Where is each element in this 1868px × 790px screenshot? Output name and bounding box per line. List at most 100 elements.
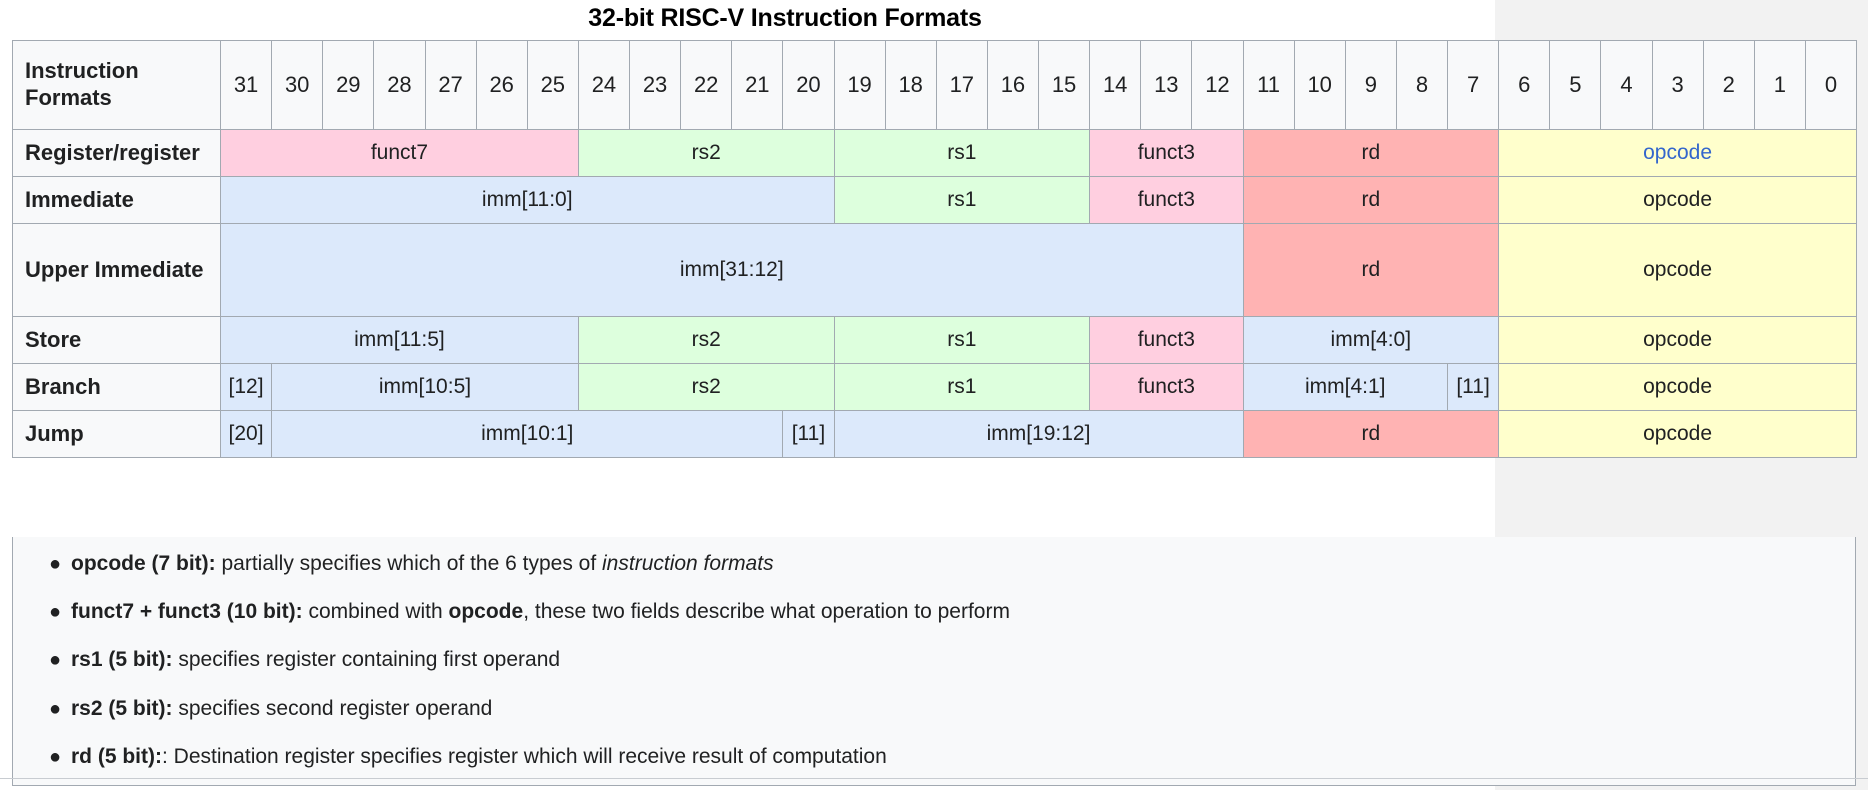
note-text-normal: , these two fields describe what operati… [523,600,1010,624]
format-name-branch: Branch [12,363,221,411]
format-name-jump: Jump [12,410,221,458]
field-cell-rs2: rs2 [577,363,835,411]
field-cell-rs2: rs2 [577,316,835,364]
bit-header-8: 8 [1395,40,1449,130]
bullet-icon: ● [49,697,62,720]
field-cell-rd: rd [1242,410,1500,458]
note-text-bold: rs1 (5 bit): [71,648,173,672]
bit-header-26: 26 [475,40,528,130]
field-cell-imm41: imm[4:1] [1242,363,1448,411]
field-cell-funct3: funct3 [1089,363,1244,411]
bit-header-2: 2 [1702,40,1755,130]
bit-header-18: 18 [884,40,937,130]
bit-header-6: 6 [1498,40,1551,130]
bit-header-13: 13 [1140,40,1193,130]
field-cell-imm115: imm[11:5] [220,316,579,364]
field-cell-12: [12] [219,363,273,411]
note-text-bold: rs2 (5 bit): [71,696,173,720]
bottom-divider [0,778,1868,779]
field-cell-opcode: opcode [1498,316,1857,364]
field-cell-funct3: funct3 [1089,176,1244,224]
bit-header-9: 9 [1344,40,1397,130]
field-cell-imm105: imm[10:5] [271,363,579,411]
field-notes-panel: ● opcode (7 bit): partially specifies whi… [12,537,1856,786]
field-cell-opcode[interactable]: opcode [1498,129,1857,177]
bit-header-0: 0 [1804,40,1858,130]
bit-header-15: 15 [1037,40,1091,130]
field-cell-rs2: rs2 [577,129,835,177]
note-text-normal: partially specifies which of the 6 types… [215,552,603,575]
note-text-italic: instruction formats [602,552,774,575]
field-cell-11: [11] [782,410,835,458]
bit-header-20: 20 [782,40,835,130]
field-notes-list: ● opcode (7 bit): partially specifies whi… [13,551,1855,769]
field-cell-20: [20] [219,410,273,458]
field-cell-rs1: rs1 [833,176,1091,224]
bit-header-27: 27 [424,40,477,130]
note-text-normal: specifies register containing first oper… [172,648,561,672]
bit-header-14: 14 [1089,40,1142,130]
field-cell-opcode: opcode [1498,176,1857,224]
bullet-icon: ● [49,745,62,768]
field-cell-imm110: imm[11:0] [220,176,835,224]
field-cell-funct7: funct7 [220,129,579,177]
note-text-normal: specifies second register operand [172,696,493,720]
field-cell-opcode: opcode [1498,363,1857,411]
bit-header-30: 30 [271,40,324,130]
bit-header-16: 16 [986,40,1040,130]
field-cell-opcode: opcode [1498,410,1857,458]
note-text-bold: opcode (7 bit): [71,552,216,575]
field-cell-rd: rd [1242,129,1500,177]
field-cell-funct3: funct3 [1089,129,1244,177]
bit-header-19: 19 [833,40,886,130]
field-note-item: ● rs2 (5 bit): specifies second register … [49,696,1855,721]
field-cell-opcode: opcode [1498,223,1857,317]
bit-header-31: 31 [219,40,273,130]
bit-header-23: 23 [628,40,682,130]
field-note-item: ● rs1 (5 bit): specifies register contain… [49,647,1855,672]
format-name-upper-immediate: Upper Immediate [12,223,221,317]
bullet-icon: ● [49,601,62,624]
bit-header-5: 5 [1549,40,1602,130]
bit-header-12: 12 [1191,40,1244,130]
bullet-icon: ● [49,649,62,672]
field-cell-imm3112: imm[31:12] [220,223,1244,317]
field-cell-11: [11] [1446,363,1500,411]
field-note-item: ● funct7 + funct3 (10 bit): combined with… [49,599,1855,624]
bit-header-1: 1 [1753,40,1806,130]
field-cell-rs1: rs1 [833,316,1091,364]
opcode-link[interactable]: opcode [1643,140,1713,164]
field-cell-rd: rd [1242,223,1500,317]
bit-header-24: 24 [577,40,631,130]
field-cell-imm101: imm[10:1] [271,410,784,458]
field-cell-funct3: funct3 [1089,316,1244,364]
bullet-icon: ● [49,553,62,575]
field-cell-rs1: rs1 [833,363,1091,411]
field-cell-imm40: imm[4:0] [1242,316,1500,364]
note-text-normal: : Destination register specifies registe… [161,744,887,768]
note-text-bold: rd (5 bit): [71,744,162,768]
format-name-register-register: Register/register [12,129,221,177]
bit-header-4: 4 [1600,40,1653,130]
note-text-bold: funct7 + funct3 (10 bit): [71,600,303,624]
note-text-bold: opcode [448,600,524,624]
field-note-item: ● opcode (7 bit): partially specifies whi… [49,551,1855,576]
format-name-store: Store [12,316,221,364]
bit-header-25: 25 [526,40,579,130]
bit-header-29: 29 [322,40,375,130]
page-title: 32-bit RISC-V Instruction Formats [588,4,982,32]
note-text-normal: combined with [302,600,449,624]
bit-header-22: 22 [680,40,733,130]
bit-header-21: 21 [731,40,784,130]
